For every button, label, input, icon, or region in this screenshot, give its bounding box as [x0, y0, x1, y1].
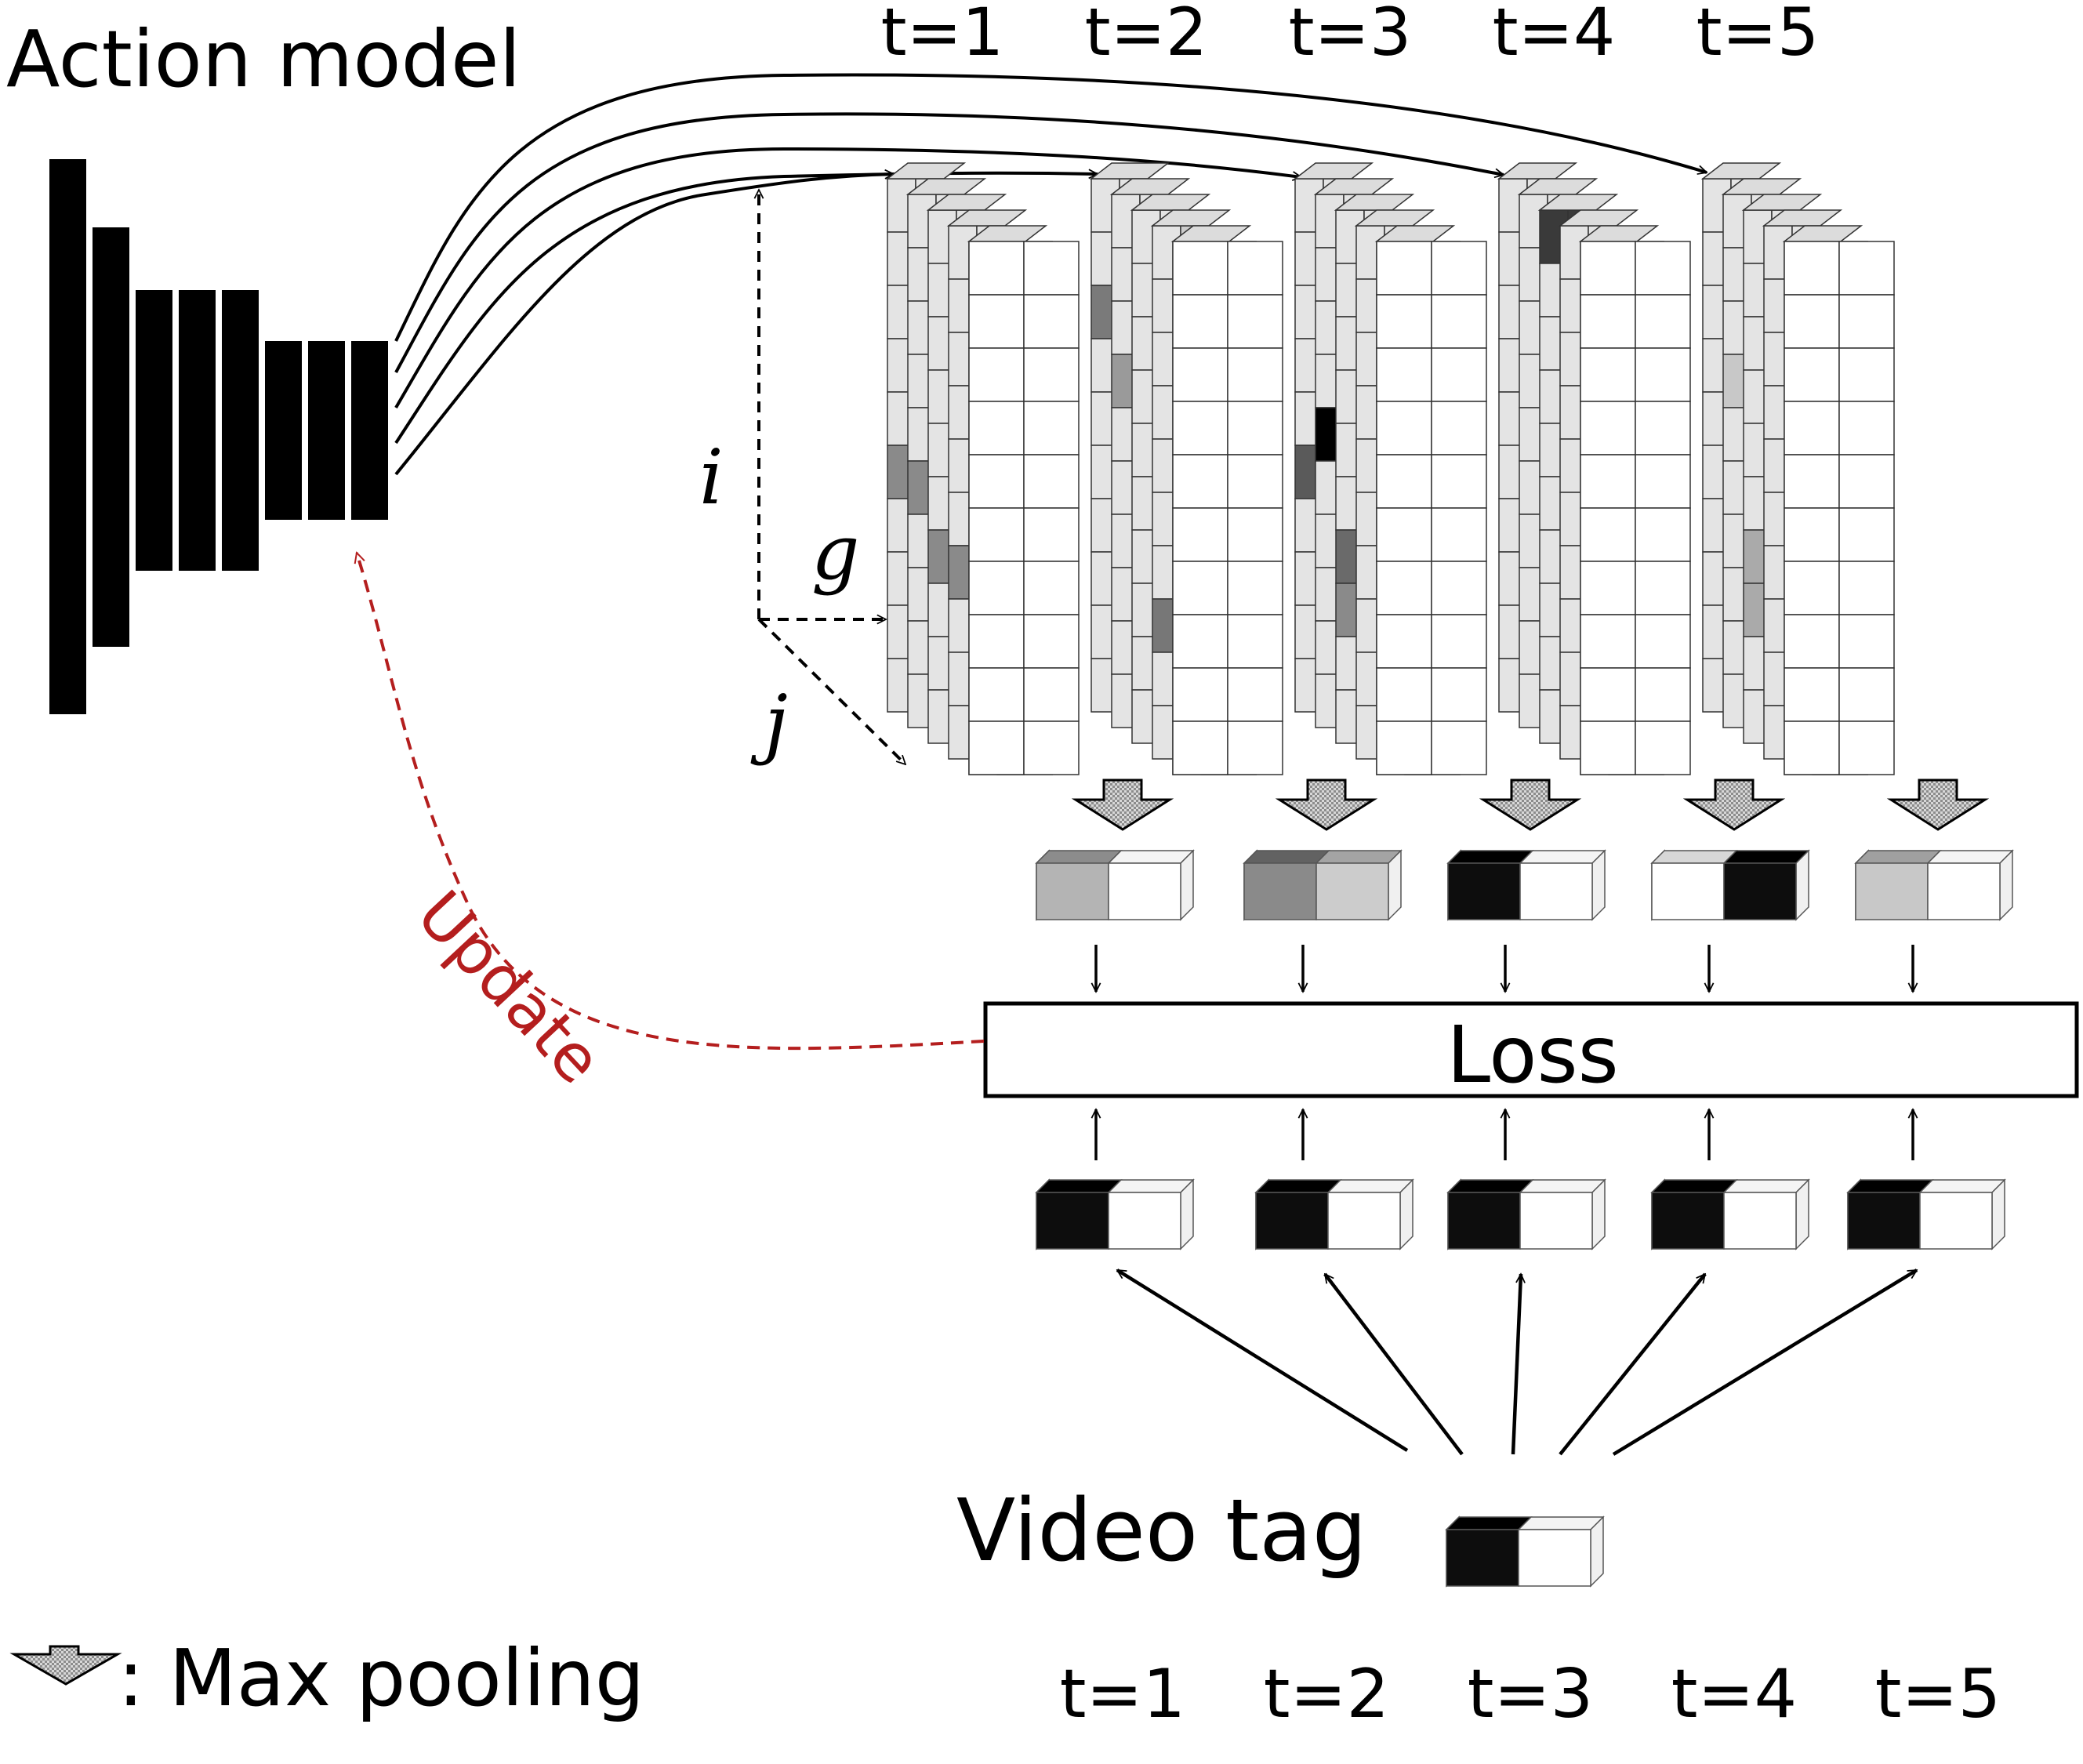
feature-grid-t5	[1700, 162, 1895, 775]
legend: : Max pooling	[9, 1632, 644, 1724]
video-tag-label: Video tag	[956, 1480, 1367, 1581]
pooled-block-t3	[1446, 849, 1606, 921]
feature-arrows	[394, 73, 1707, 476]
time-label-top-5: t=5	[1697, 0, 1820, 71]
video-tag-cube	[1445, 1515, 1605, 1588]
feature-grid-t1	[885, 162, 1080, 775]
tag-blocks	[1035, 1178, 2006, 1250]
tag-block-t3	[1446, 1178, 1606, 1250]
pooled-block-t4	[1650, 849, 1810, 921]
bottom-time-labels: t=1 t=2 t=3 t=4 t=5	[1060, 1655, 2001, 1733]
max-pooling-arrow-4	[1682, 779, 1786, 831]
tag-block-t1	[1035, 1178, 1195, 1250]
time-label-top-4: t=4	[1493, 0, 1616, 71]
max-pooling-legend-icon	[9, 1645, 122, 1686]
update-label: Update	[402, 877, 615, 1098]
time-label-bottom-4: t=4	[1671, 1655, 1798, 1733]
pooled-block-t1	[1035, 849, 1195, 921]
tag-block-t4	[1650, 1178, 1810, 1250]
time-label-top-2: t=2	[1085, 0, 1208, 71]
pooled-outputs	[1035, 849, 2014, 921]
tags-to-loss-arrows	[1096, 1109, 1913, 1160]
feature-grid-t2	[1089, 162, 1283, 775]
loss-box	[983, 1001, 2079, 1098]
axis-label-g: g	[811, 509, 859, 597]
loss-label: Loss	[1446, 1009, 1618, 1101]
max-pooling-arrow-2	[1275, 779, 1378, 831]
legend-text: : Max pooling	[118, 1632, 644, 1724]
video-tag-block	[1445, 1515, 1605, 1588]
top-time-labels: t=1 t=2 t=3 t=4 t=5	[881, 0, 1820, 71]
time-label-bottom-5: t=5	[1875, 1655, 2001, 1733]
action-model-network	[49, 159, 388, 714]
time-label-top-1: t=1	[881, 0, 1004, 71]
max-pooling-arrow-3	[1479, 779, 1582, 831]
axis-label-j: j	[750, 679, 788, 767]
axis-indicator	[759, 190, 907, 766]
tag-block-t2	[1254, 1178, 1414, 1250]
max-pooling-arrow-1	[1071, 779, 1174, 831]
axis-label-i: i	[699, 434, 724, 521]
time-label-bottom-2: t=2	[1264, 1655, 1390, 1733]
feature-grids	[885, 162, 1895, 775]
pooled-to-loss-arrows	[1096, 945, 1913, 992]
tag-block-t5	[1846, 1178, 2006, 1250]
time-label-bottom-1: t=1	[1060, 1655, 1186, 1733]
title: Action model	[6, 13, 521, 105]
pooled-block-t5	[1854, 849, 2014, 921]
time-label-top-3: t=3	[1289, 0, 1412, 71]
update-arrow	[357, 553, 985, 1051]
time-label-bottom-3: t=3	[1468, 1655, 1594, 1733]
feature-grid-t3	[1293, 162, 1487, 775]
video-tag-arrows	[1117, 1269, 1917, 1456]
max-pooling-arrow-5	[1886, 779, 1990, 831]
max-pooling-arrows	[1071, 779, 1990, 831]
feature-grid-t4	[1497, 162, 1691, 775]
pooled-block-t2	[1243, 849, 1403, 921]
